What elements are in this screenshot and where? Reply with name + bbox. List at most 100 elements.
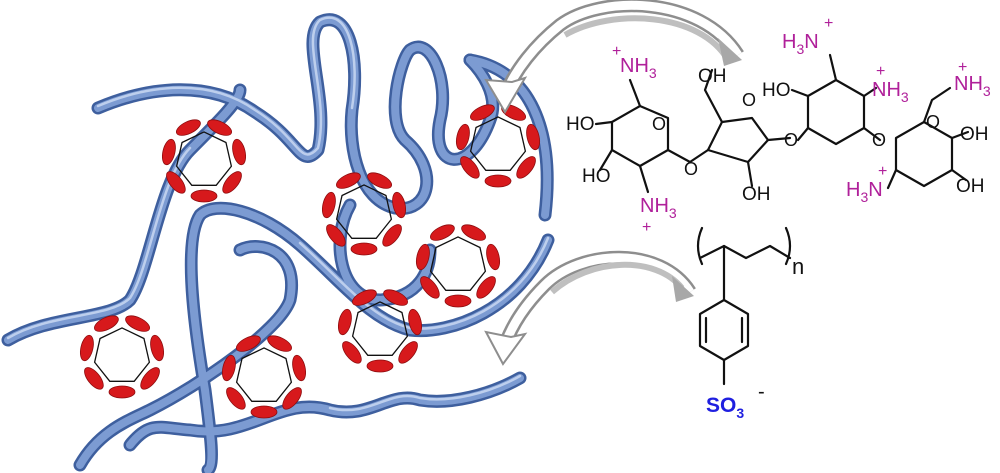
crown-segment — [516, 156, 536, 179]
crown-segment — [392, 191, 407, 219]
repeat-subscript: n — [792, 254, 804, 279]
crown-segment — [176, 119, 201, 136]
hydroxyl-label: OH — [956, 176, 985, 197]
crown-segment — [166, 171, 186, 194]
crown-segment — [461, 224, 486, 241]
crown-segment — [415, 243, 430, 271]
crown-segment — [408, 308, 423, 336]
crown-segment — [352, 289, 377, 306]
crown-segment — [232, 138, 247, 166]
curved-arrows — [484, 0, 744, 366]
crown-segment — [336, 172, 361, 189]
crown-segment — [236, 335, 261, 352]
polymer-network — [1, 13, 555, 473]
crown-segment — [79, 334, 94, 362]
crown-segment — [267, 335, 292, 352]
crown-ring — [337, 289, 423, 373]
crown-segment — [367, 172, 392, 189]
glycosidic-oxygen-label: O — [684, 159, 698, 179]
charge-plus: + — [824, 15, 833, 32]
crown-ring — [161, 119, 247, 203]
cyclohexane-ring — [790, 53, 882, 146]
hydroxyl-label: OH — [742, 184, 771, 205]
ammonium-label: NH3 — [872, 79, 909, 105]
crown-segment — [337, 308, 352, 336]
crown-segment — [342, 341, 362, 364]
crown-segment — [455, 123, 470, 151]
crown-segment — [398, 341, 418, 364]
crown-inner-ring — [335, 184, 393, 239]
ammonium-label: H3N — [846, 179, 883, 205]
crown-inner-ring — [429, 236, 487, 291]
crown-segment — [470, 104, 495, 121]
sulfonate-charge: - — [758, 381, 765, 403]
crown-segment — [366, 359, 394, 373]
glycosidic-oxygen-label: O — [872, 130, 886, 150]
crown-segment — [125, 315, 150, 332]
crown-segment — [282, 387, 302, 410]
hydroxyl-label: OH — [698, 66, 727, 87]
crown-segment — [84, 367, 104, 390]
crown-ring — [321, 172, 407, 256]
crown-segment — [383, 289, 408, 306]
crown-segment — [420, 276, 440, 299]
crown-segment — [321, 191, 336, 219]
ring-oxygen-label: O — [652, 114, 666, 134]
crown-inner-ring — [93, 327, 151, 382]
crown-segment — [292, 354, 307, 382]
ring-oxygen-label: O — [742, 90, 756, 110]
crown-segment — [476, 276, 496, 299]
crown-ring — [221, 335, 307, 419]
charge-plus: + — [876, 63, 885, 80]
crown-ring-group — [79, 104, 541, 419]
charge-plus: + — [642, 219, 651, 236]
crown-segment — [460, 156, 480, 179]
crown-ring — [415, 224, 501, 308]
left-pyranose-ring — [594, 78, 692, 194]
crown-segment — [140, 367, 160, 390]
charge-plus: + — [878, 163, 887, 180]
hydroxyl-label: OH — [960, 124, 989, 145]
hydroxyl-label: HO — [566, 114, 595, 135]
sulfonate-label: SO3 — [706, 394, 744, 421]
ammonium-label: H3N — [782, 31, 819, 57]
polystyrene-sulfonate-structure: n SO3 - — [696, 226, 804, 421]
crown-segment — [486, 243, 501, 271]
crown-segment — [526, 123, 541, 151]
crown-segment — [222, 171, 242, 194]
crown-segment — [190, 189, 218, 203]
crown-ring — [455, 104, 541, 188]
crown-inner-ring — [351, 301, 409, 356]
charge-plus: + — [612, 43, 621, 60]
crown-inner-ring — [469, 116, 527, 171]
crown-inner-ring — [235, 347, 293, 402]
charge-plus: + — [958, 59, 967, 76]
crown-segment — [350, 242, 378, 256]
crown-segment — [161, 138, 176, 166]
crown-segment — [430, 224, 455, 241]
crown-segment — [226, 387, 246, 410]
crown-segment — [221, 354, 236, 382]
crown-segment — [94, 315, 119, 332]
ribose-ring — [688, 68, 792, 188]
crown-segment — [484, 174, 512, 188]
right-pyranose-ring — [886, 86, 970, 190]
crown-segment — [444, 294, 472, 308]
crown-segment — [207, 119, 232, 136]
hydroxyl-label: HO — [762, 80, 791, 101]
crown-segment — [326, 224, 346, 247]
crown-segment — [150, 334, 165, 362]
hydroxyl-label: HO — [582, 166, 611, 187]
ammonium-label: NH3 — [954, 73, 991, 99]
glycosidic-oxygen-label: O — [784, 130, 798, 150]
ammonium-label: NH3 — [620, 55, 657, 81]
crown-segment — [250, 405, 278, 419]
crown-segment — [108, 385, 136, 399]
aminoglycoside-structure: HO HO O O OH O OH O HO O O OH OH NH3 + N… — [566, 15, 991, 236]
ammonium-label: NH3 — [640, 195, 677, 221]
crown-inner-ring — [175, 131, 233, 186]
crown-ring — [79, 315, 165, 399]
crown-segment — [382, 224, 402, 247]
